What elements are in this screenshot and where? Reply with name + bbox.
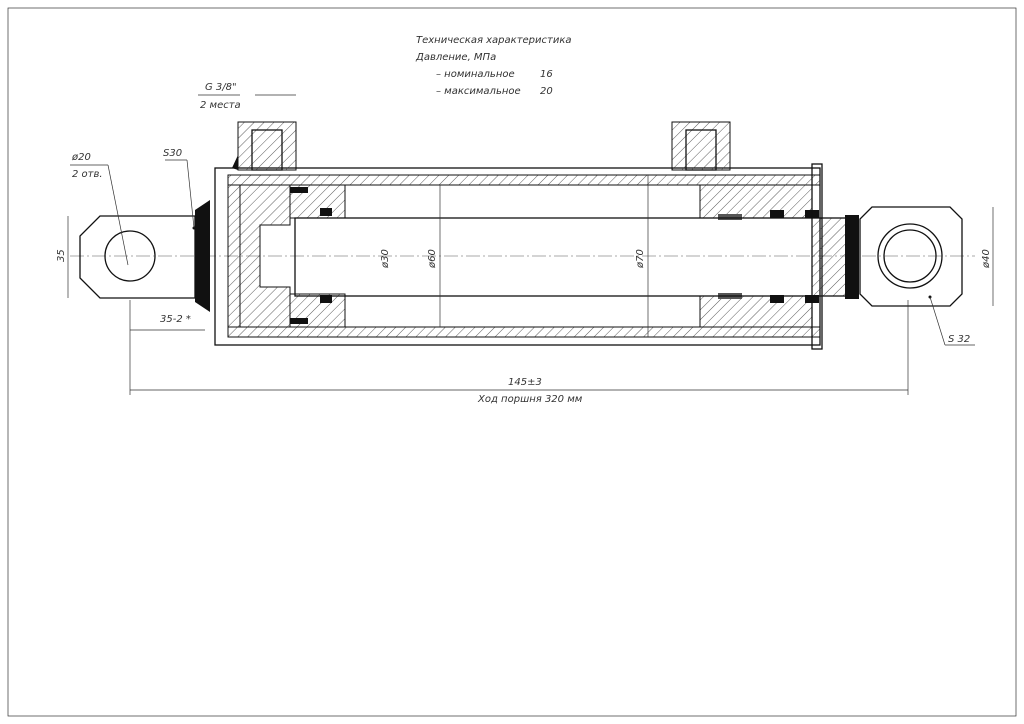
spec-pressure: Давление, МПа xyxy=(415,52,496,63)
rod-eye xyxy=(859,206,963,307)
dim-clevis-width: 35 xyxy=(56,249,67,262)
spec-nominal-label: – номинальное xyxy=(436,69,515,80)
dim-hole-dia: ø20 xyxy=(71,152,91,163)
dim-port-count: 2 места xyxy=(200,100,241,111)
piston-rod xyxy=(294,175,859,337)
dim-port-thread: G 3/8" xyxy=(205,82,237,93)
dim-eye-wrench: S 32 xyxy=(948,334,970,345)
spec-nominal-value: 16 xyxy=(540,69,553,80)
dim-eye-dia: ø40 xyxy=(981,249,992,269)
dimension-lines xyxy=(67,94,994,395)
dim-overall-length: 145±3 xyxy=(508,377,542,388)
spec-title: Техническая характеристика xyxy=(416,35,572,46)
dim-clevis-length: 35-2 * xyxy=(160,314,191,325)
spec-max-value: 20 xyxy=(540,86,553,97)
cylinder-tube xyxy=(214,163,859,350)
sheet-frame xyxy=(7,7,1017,717)
dim-tube-dia: ø70 xyxy=(635,249,646,269)
dim-stroke: Ход поршня 320 мм xyxy=(477,394,583,405)
port-right xyxy=(671,121,731,171)
spec-max-label: – максимальное xyxy=(436,86,521,97)
dim-piston-dia: ø60 xyxy=(427,249,438,269)
dim-hole-count: 2 отв. xyxy=(72,169,103,180)
dim-clevis-wrench: S30 xyxy=(163,148,182,159)
port-left xyxy=(232,121,297,171)
dim-rod-dia: ø30 xyxy=(380,249,391,269)
